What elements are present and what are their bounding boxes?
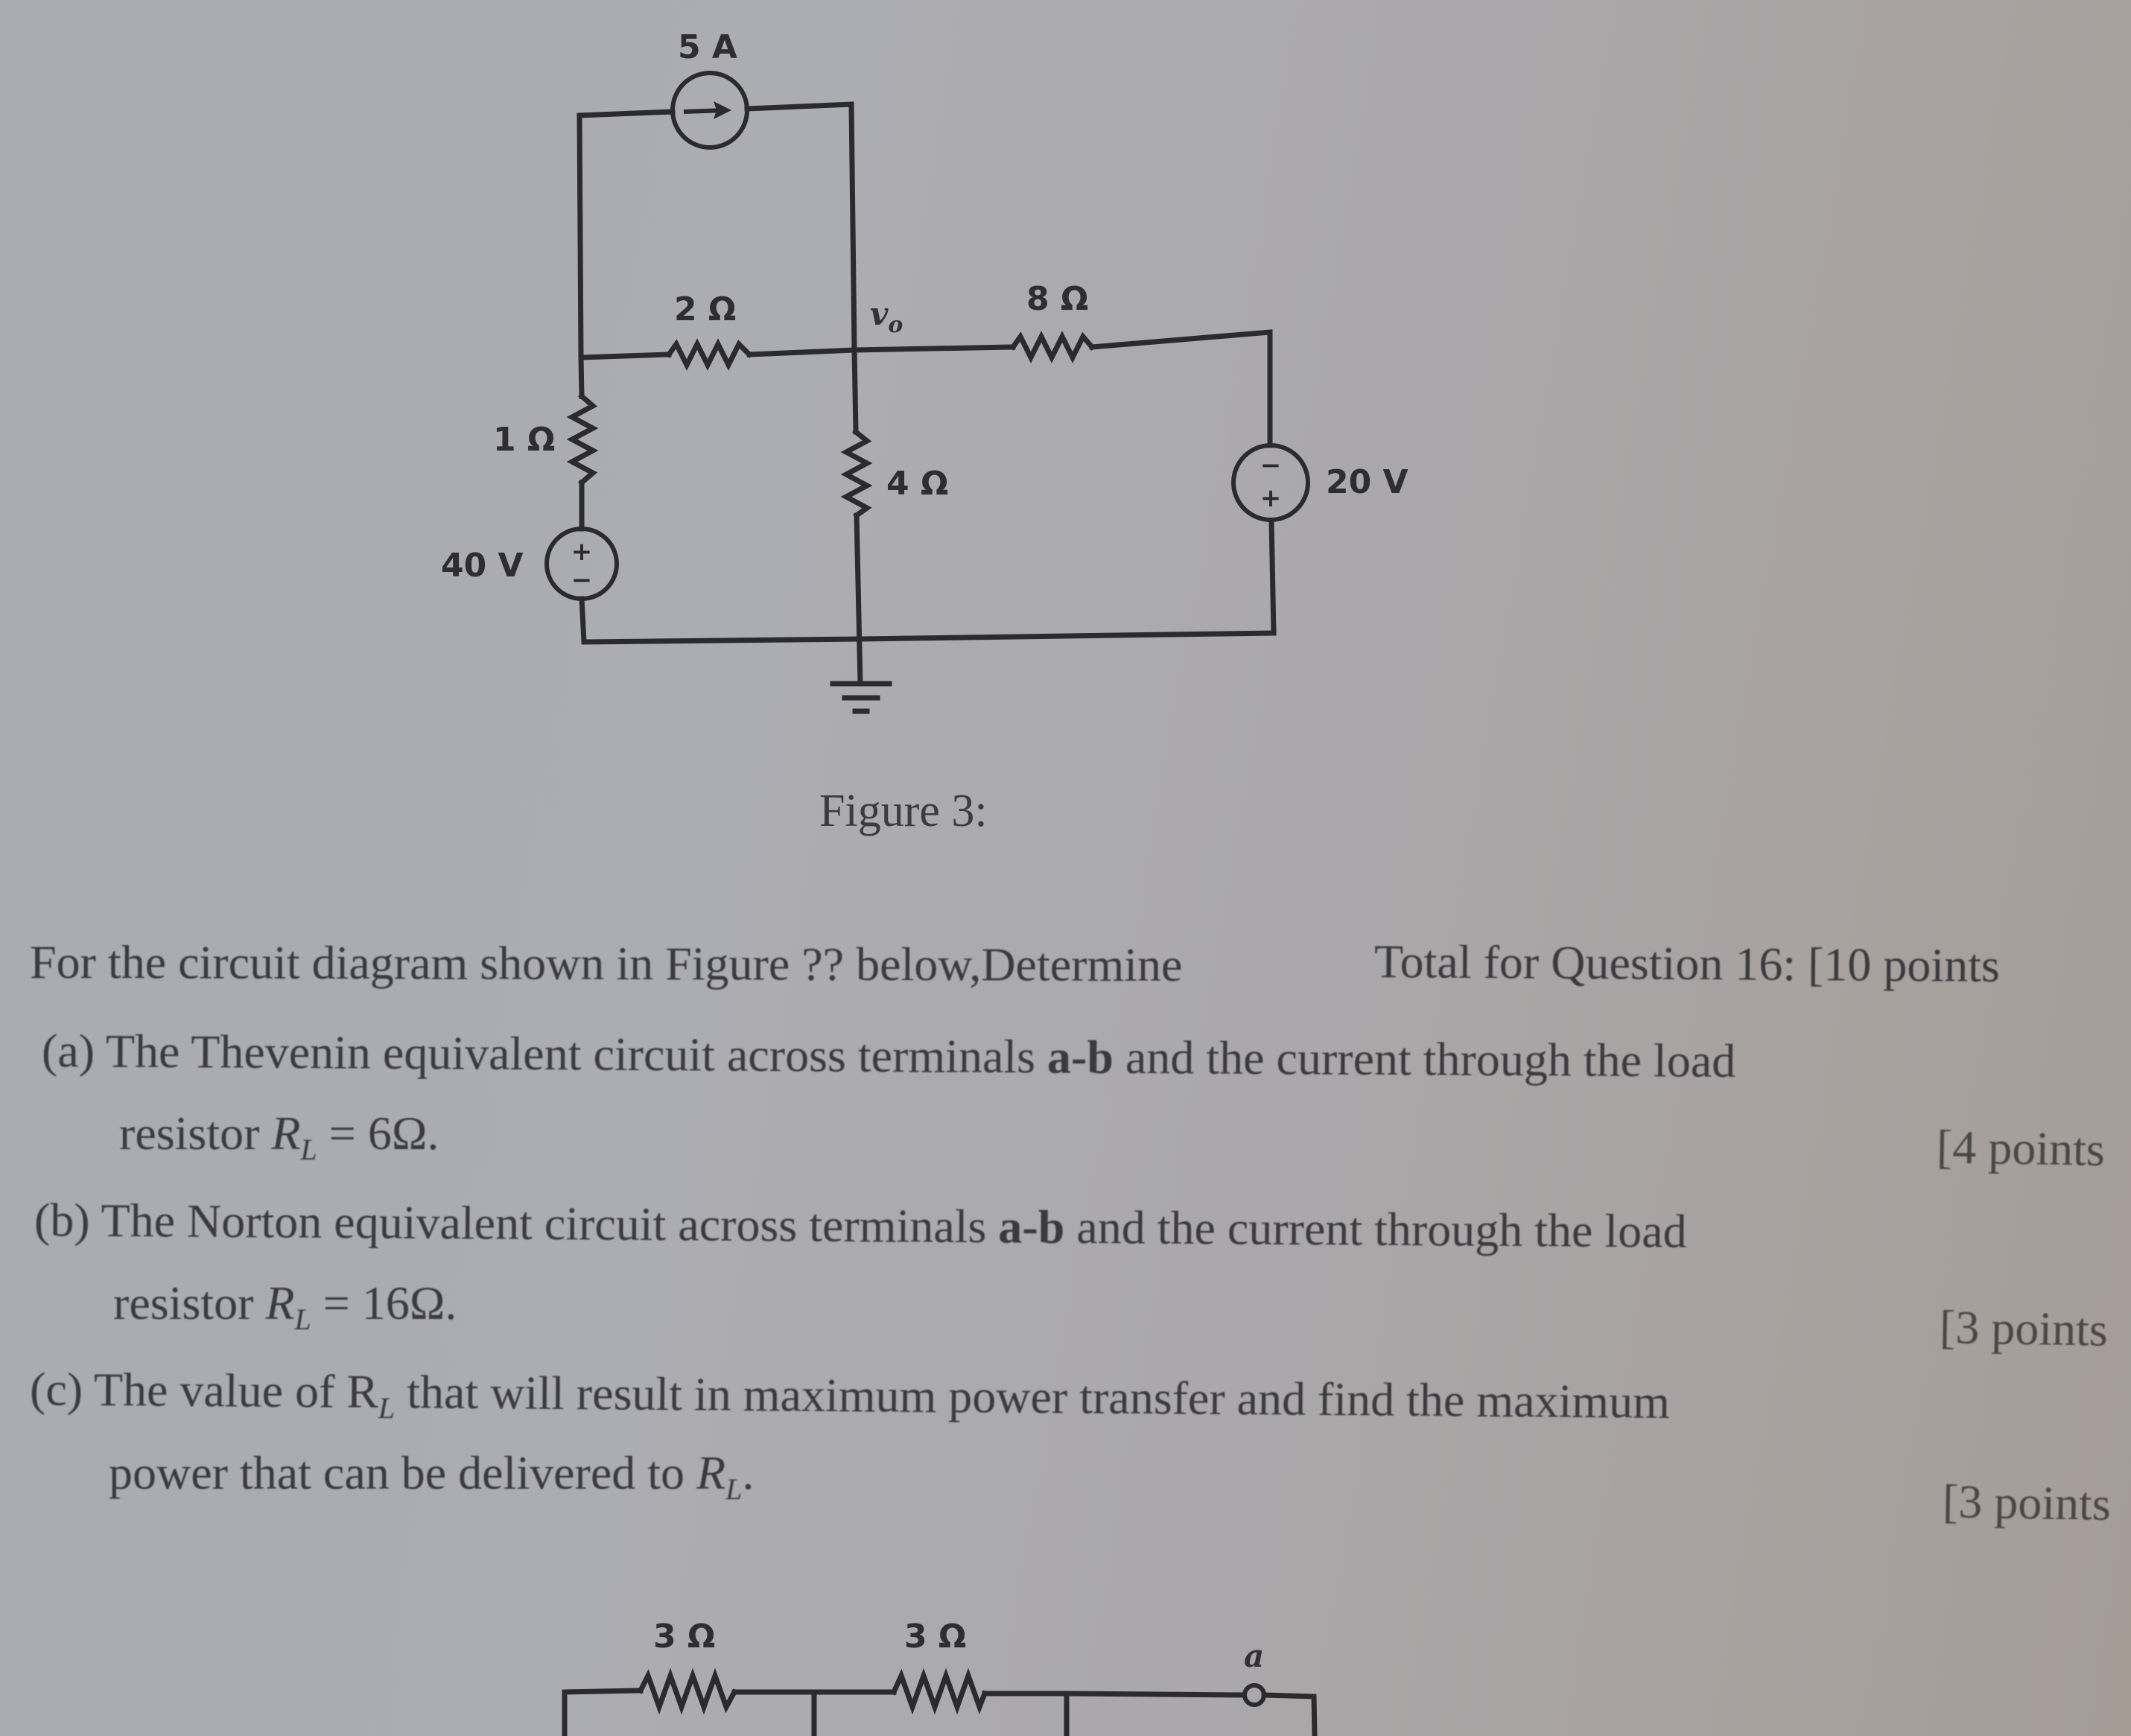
part-c-marker: (c) [29,1362,83,1416]
part-b-line2: resistor RL = 16Ω. [113,1276,457,1336]
resistor-3ohm-2-label: 3 Ω [904,1618,966,1656]
part-b-line1: (b) The Norton equivalent circuit across… [34,1193,1687,1258]
node-vo-label: vo [870,296,903,338]
resistor-8ohm [1009,331,1096,363]
current-source-5a [670,71,749,150]
terminal-a-label: a [1244,1638,1264,1674]
wire-top-right [744,101,857,352]
wire-mid-left [578,352,672,360]
ground-icon [830,681,892,714]
wire-left-upper [578,354,585,399]
resistor-4ohm [840,428,873,519]
arrow-right-icon [714,101,731,119]
part-b-marker: (b) [34,1193,90,1247]
wire-mid-right [1089,329,1273,448]
terminal-a-node [1242,1683,1266,1707]
question-total-points: Total for Question 16: [10 points [1373,935,2001,992]
resistor-1ohm [566,392,599,486]
current-source-label: 5 A [678,28,737,66]
part-a-points: [4 points [1936,1120,2106,1176]
voltage-source-40v: + − [544,527,619,601]
resistor-2ohm-label: 2 Ω [674,290,736,328]
figure-caption: Figure 3: [819,786,988,836]
resistor-1ohm-label: 1 Ω [493,421,555,459]
wire-mid-center [746,344,1016,357]
minus-sign-icon: − [1260,451,1282,480]
voltage-source-20v: − + [1231,443,1310,522]
minus-sign-icon: − [571,565,593,595]
plus-sign-icon: + [1260,483,1282,513]
voltage-source-20v-label: 20 V [1326,463,1409,501]
resistor-8ohm-label: 8 Ω [1026,280,1088,318]
wire-center-upper [851,346,859,435]
resistor-3ohm-1-label: 3 Ω [653,1618,715,1656]
resistor-2ohm [665,338,753,371]
plus-sign-icon: + [571,537,593,567]
part-a-line2: resistor RL = 6Ω. [119,1107,439,1166]
voltage-source-40v-label: 40 V [441,547,524,585]
part-a-line1: (a) The Thevenin equivalent circuit acro… [41,1024,1736,1087]
part-c-line2: power that can be delivered to RL. [109,1446,755,1506]
part-a-marker: (a) [41,1024,95,1078]
resistor-3ohm-1 [637,1667,738,1715]
wire-bottom [579,518,1277,645]
wire-top-left [577,109,676,360]
part-b-points: [3 points [1939,1300,2109,1356]
part-c-points: [3 points [1942,1475,2112,1530]
question-intro: For the circuit diagram shown in Figure … [29,935,1183,992]
resistor-3ohm-2 [890,1667,988,1715]
next-circuit-partial [562,1667,1318,1736]
resistor-4ohm-label: 4 Ω [886,465,948,503]
wire-center-lower [854,512,863,687]
